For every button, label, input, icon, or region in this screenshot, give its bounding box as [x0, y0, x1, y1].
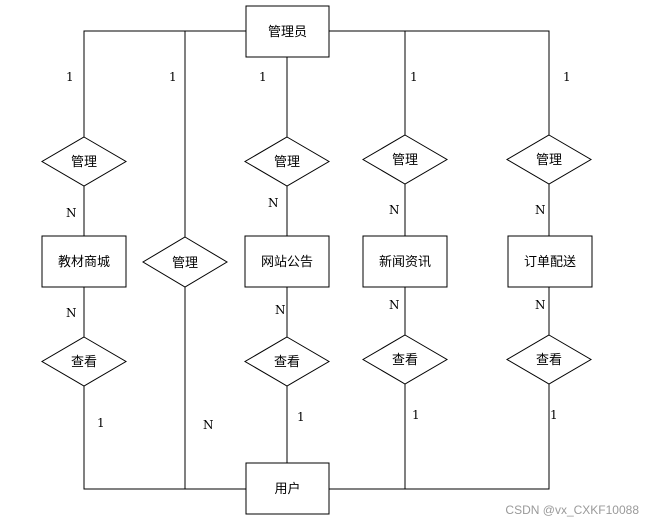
cardinality-label: N — [66, 206, 77, 220]
entity-user-label: 用户 — [274, 481, 300, 497]
connector-lines — [83, 30, 550, 490]
entity-materials-mall: 教材商城 — [41, 235, 127, 288]
relation-view-notice: 查看 — [244, 336, 330, 387]
cardinality-label: 1 — [259, 70, 267, 84]
relation-manage-mall: 管理 — [41, 136, 127, 187]
cardinality-label: N — [535, 298, 546, 312]
relation-manage-news-label: 管理 — [392, 153, 418, 168]
cardinality-label: N — [268, 196, 279, 210]
cardinality-label: N — [389, 298, 400, 312]
line-admin-manage-news — [329, 30, 406, 135]
cardinality-label: 1 — [412, 408, 420, 422]
line-view-order-user — [405, 384, 550, 490]
entity-order-delivery: 订单配送 — [507, 235, 593, 288]
relation-view-mall-label: 查看 — [71, 354, 97, 370]
relation-view-news: 查看 — [362, 334, 448, 385]
relation-manage-order: 管理 — [506, 134, 592, 185]
relation-view-order-label: 查看 — [536, 352, 562, 368]
relation-manage-users-label: 管理 — [172, 256, 198, 271]
cardinality-label: 1 — [410, 70, 418, 84]
entity-user: 用户 — [245, 462, 330, 515]
cardinality-label: N — [66, 306, 77, 320]
line-admin-manage-order — [405, 30, 550, 135]
relation-manage-mall-label: 管理 — [71, 155, 97, 170]
line-admin-user-management — [184, 30, 246, 489]
relation-manage-notice: 管理 — [244, 136, 330, 187]
cardinality-label: 1 — [297, 410, 305, 424]
relation-manage-notice-label: 管理 — [274, 155, 300, 170]
entity-news: 新闻资讯 — [362, 235, 448, 288]
relation-manage-order-label: 管理 — [536, 153, 562, 168]
line-admin-manage-mall — [83, 30, 246, 137]
line-view-news-user — [329, 384, 406, 490]
cardinality-label: N — [275, 303, 286, 317]
watermark-text: CSDN @vx_CXKF10088 — [505, 503, 639, 517]
entity-news-label: 新闻资讯 — [379, 254, 431, 270]
cardinality-label: 1 — [66, 70, 74, 84]
cardinality-label: N — [389, 203, 400, 217]
cardinality-label: N — [535, 203, 546, 217]
cardinality-labels: 1 1 1 1 1 N N N N N N N N 1 N 1 1 1 — [66, 70, 571, 432]
relation-view-order: 查看 — [506, 334, 592, 385]
entity-admin-label: 管理员 — [268, 25, 307, 40]
cardinality-label: 1 — [169, 70, 177, 84]
line-view-mall-user — [83, 386, 246, 490]
entity-admin: 管理员 — [245, 5, 330, 58]
relation-view-notice-label: 查看 — [274, 354, 300, 370]
cardinality-label: 1 — [550, 408, 558, 422]
relation-manage-users: 管理 — [142, 236, 228, 288]
entity-order-delivery-label: 订单配送 — [524, 255, 576, 270]
cardinality-label: 1 — [563, 70, 571, 84]
cardinality-label: N — [203, 418, 214, 432]
entity-site-notice: 网站公告 — [244, 235, 330, 288]
entity-site-notice-label: 网站公告 — [261, 255, 313, 270]
relation-view-news-label: 查看 — [392, 352, 418, 368]
relation-view-mall: 查看 — [41, 336, 127, 387]
cardinality-label: 1 — [97, 416, 105, 430]
relation-manage-news: 管理 — [362, 134, 448, 185]
entity-materials-mall-label: 教材商城 — [58, 254, 110, 270]
